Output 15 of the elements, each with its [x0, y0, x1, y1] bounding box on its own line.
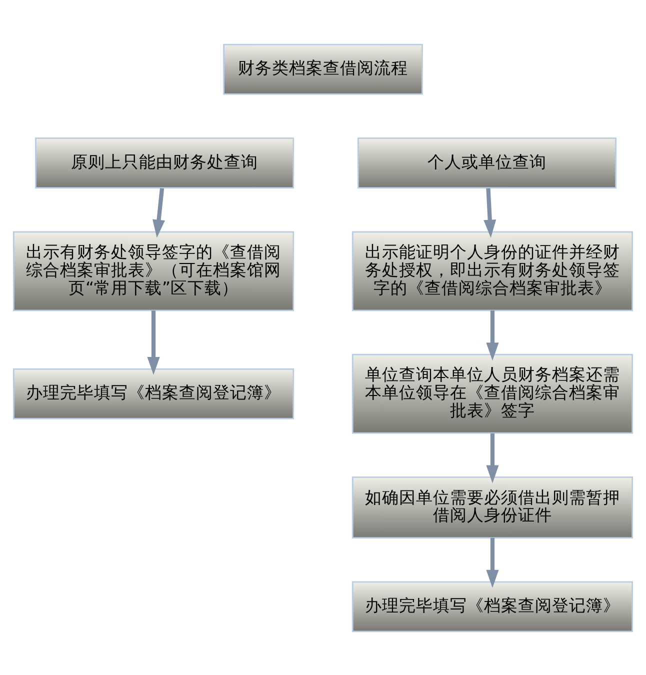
arrow	[152, 188, 165, 238]
node-box: 个人或单位查询	[357, 137, 616, 188]
node-box: 办理完毕填写《档案查阅登记簿》	[352, 580, 634, 632]
node-box: 办理完毕填写《档案查阅登记簿》	[12, 368, 294, 419]
node-box: 财务类档案查借阅流程	[223, 43, 423, 94]
arrow	[484, 188, 496, 238]
node-box: 出示能证明个人身份的证件并经财务处授权，即出示有财务处领导签字的《查借阅综合档案审批表》	[352, 230, 634, 311]
node-box: 出示有财务处领导签字的《查借阅综合档案审批表》（可在档案馆网页“常用下载”区下载）	[12, 230, 294, 311]
arrow	[486, 310, 499, 360]
node-box: 单位查询本单位人员财务档案还需本单位领导在《查借阅综合档案审批表》签字	[352, 353, 634, 434]
arrow	[147, 310, 160, 374]
node-box: 如确因单位需要必须借出则需暂押借阅人身份证件	[352, 476, 634, 538]
node-box: 原则上只能由财务处查询	[35, 137, 294, 188]
arrow	[486, 432, 499, 483]
arrow	[486, 537, 499, 588]
